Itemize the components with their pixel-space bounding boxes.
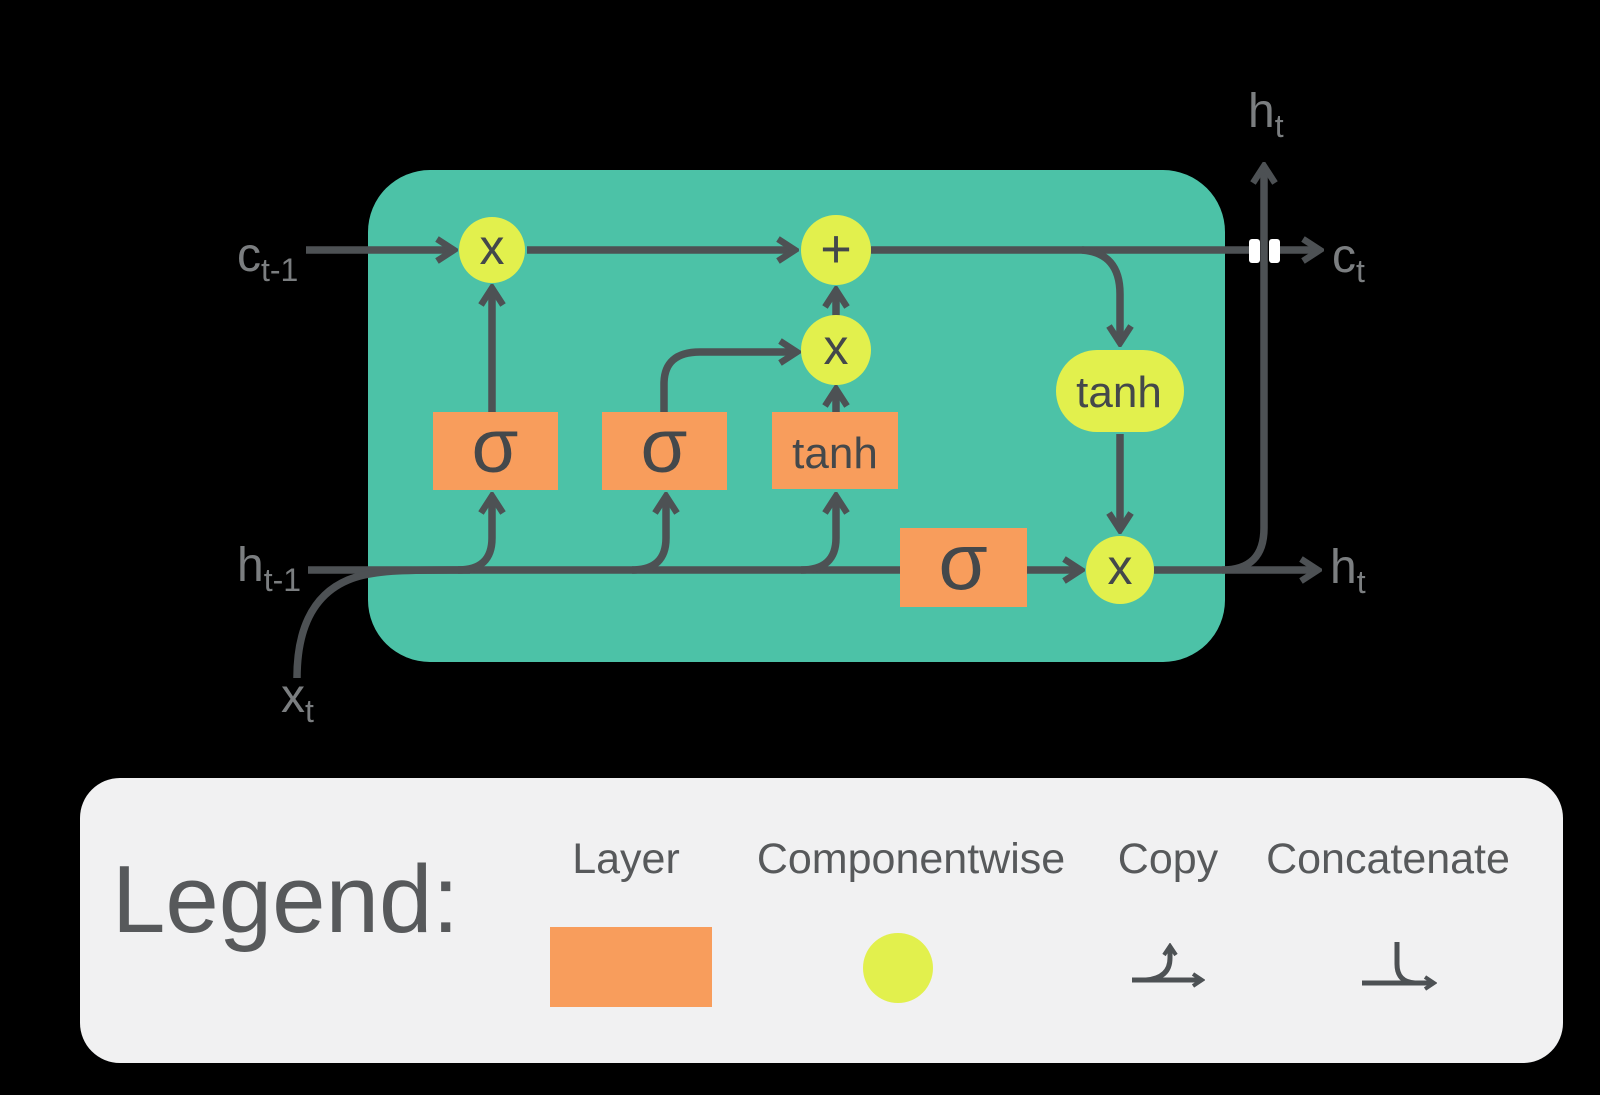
label-c-out: ct: [1332, 230, 1365, 289]
wire-branch-candidate: [800, 496, 836, 574]
output-mult-glyph: x: [1108, 539, 1133, 595]
input-mult-node: [801, 315, 871, 385]
wire-branch-input: [631, 496, 666, 574]
copy-branch-icon: [1132, 934, 1218, 998]
line-cross-gap-right: [1269, 239, 1280, 263]
wire-h-fork-up: [1221, 166, 1264, 574]
label-c-prev: ct-1: [237, 229, 298, 288]
line-cross-gap-left: [1249, 239, 1260, 263]
wire-branch-forget: [457, 496, 492, 574]
candidate-layer-glyph: tanh: [792, 429, 878, 478]
label-x-input: xt: [281, 670, 314, 729]
legend-title: Legend:: [112, 846, 460, 953]
input-gate-glyph: σ: [641, 404, 688, 489]
legend-label-concatenate: Concatenate: [1266, 835, 1510, 883]
label-h-prev: ht-1: [237, 539, 301, 598]
input-mult-glyph: x: [824, 319, 849, 375]
forget-gate-glyph: σ: [472, 404, 519, 489]
legend-label-copy: Copy: [1117, 835, 1219, 883]
forget-mult-glyph: x: [480, 219, 505, 275]
forget-mult-node: [459, 217, 525, 283]
label-h-out-right: ht: [1330, 541, 1366, 600]
output-activation-glyph: tanh: [1076, 368, 1162, 417]
lstm-cell-diagram: x + x x σ σ tanh σ tanh ct-1 ht-1 xt ct …: [237, 85, 1366, 729]
input-gate-layer: [602, 412, 727, 490]
cell-add-glyph: +: [820, 219, 852, 279]
legend-layer-swatch: [550, 927, 712, 1007]
candidate-layer: [772, 412, 898, 489]
output-mult-node: [1086, 536, 1154, 604]
wire-inputgate-curve: [660, 352, 797, 414]
concatenate-merge-icon: [1362, 942, 1448, 996]
label-h-out-top: ht: [1248, 85, 1284, 144]
legend-componentwise-swatch: [863, 933, 933, 1003]
wire-c-branch-to-tanh: [1081, 246, 1120, 343]
wire-xt-merge: [293, 566, 471, 679]
legend-label-componentwise: Componentwise: [756, 835, 1066, 883]
forget-gate-layer: [433, 412, 558, 490]
output-activation-node: [1056, 350, 1184, 432]
wires: [293, 166, 1320, 679]
output-gate-glyph: σ: [938, 517, 987, 606]
cell-add-node: [801, 215, 871, 285]
output-gate-layer: [900, 528, 1027, 607]
legend-panel: [80, 778, 1563, 1063]
legend-label-layer: Layer: [572, 835, 680, 883]
